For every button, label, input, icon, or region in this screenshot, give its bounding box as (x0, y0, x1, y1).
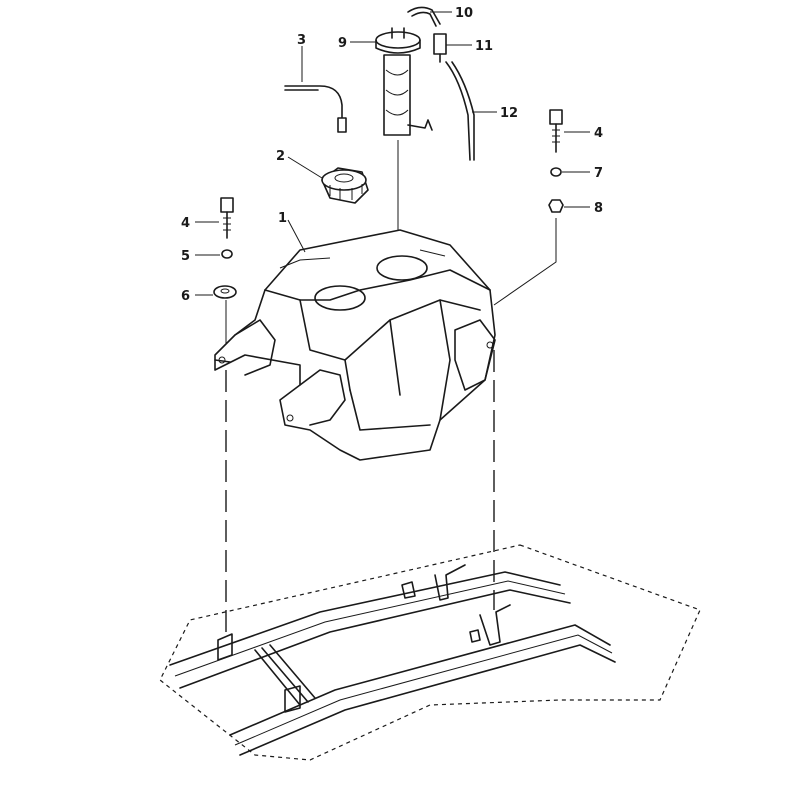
connector (433, 33, 447, 63)
callout-numbers: 1 2 3 4 5 6 4 7 8 9 10 11 12 (181, 6, 603, 304)
frame-boundary-outline (159, 544, 701, 761)
frame-section (159, 544, 701, 761)
bolt-left (220, 197, 234, 239)
bolt-right (549, 109, 563, 153)
callout-1: 1 (278, 211, 287, 226)
callout-4-right: 4 (594, 126, 603, 141)
right-hardware (548, 109, 564, 213)
left-hardware (213, 197, 237, 299)
washer-right (550, 167, 562, 177)
callout-7: 7 (594, 166, 603, 181)
callout-10: 10 (455, 6, 473, 21)
callout-6: 6 (181, 289, 190, 304)
vent-tube (284, 85, 347, 133)
hose (407, 6, 441, 27)
frame-rails (169, 564, 616, 756)
callout-11: 11 (475, 39, 493, 54)
callout-9: 9 (338, 36, 347, 51)
callout-4-left: 4 (181, 216, 190, 231)
callout-5: 5 (181, 249, 190, 264)
leader-lines (195, 11, 590, 296)
callout-2: 2 (276, 149, 285, 164)
callout-8: 8 (594, 201, 603, 216)
callout-12: 12 (500, 106, 518, 121)
washer-left (221, 249, 233, 259)
filler-cap (321, 167, 369, 204)
nut-right (548, 199, 564, 213)
fuel-tank (214, 229, 496, 461)
callout-3: 3 (297, 33, 306, 48)
fuel-line (445, 61, 475, 161)
grommet-left (213, 285, 237, 299)
fuel-pump-assembly (375, 27, 433, 136)
